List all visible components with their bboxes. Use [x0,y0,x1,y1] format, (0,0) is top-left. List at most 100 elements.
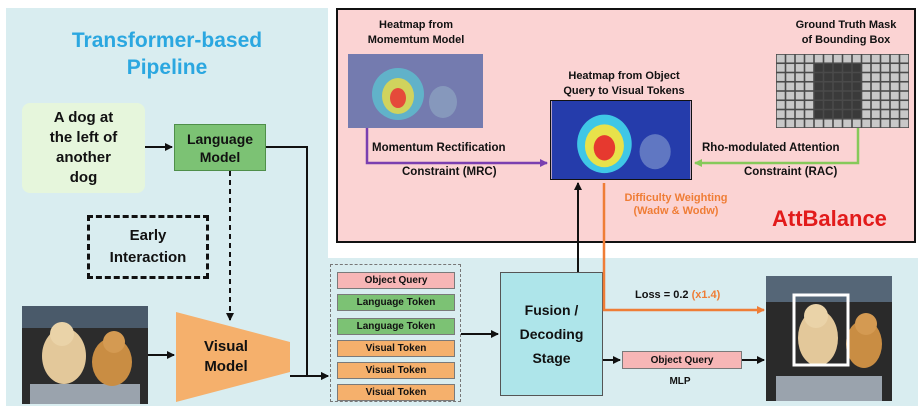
mask-cell [795,54,804,63]
mask-cell [805,110,814,118]
rac-label: Rho-modulated Attention [702,142,840,154]
mask-cell [852,101,861,109]
mask-cell [871,73,880,81]
mask-cell [862,54,871,63]
mask-cell [881,82,890,91]
mask-cell [900,82,909,91]
mask-cell [900,110,909,118]
mask-cell [776,110,785,118]
mask-cell [900,119,909,128]
mask-cell [843,64,852,72]
mask-cell [890,91,899,100]
mask-cell [776,101,785,109]
loss-text: Loss = 0.2 [635,289,689,301]
mask-cell [862,73,871,81]
token-object-query: Object Query [337,272,455,289]
mask-cell [843,110,852,118]
output-object-query: Object Query [622,351,742,369]
mask-cell [824,110,833,118]
mask-cell [786,110,795,118]
mask-cell [833,82,842,91]
visual-model-label: Visual Model [204,338,248,375]
mask-cell [843,82,852,91]
mask-cell [843,91,852,100]
mrc-label: Momentum Rectification [372,142,506,154]
mask-cell [900,54,909,63]
mask-cell [881,101,890,109]
mask-cell [814,110,823,118]
visual-model-shape [176,312,290,402]
mask-cell [805,119,814,128]
mask-cell [852,64,861,72]
text-input-box: A dog at the left of another dog [22,103,145,193]
mask-cell [824,119,833,128]
mask-cell [862,119,871,128]
mask-cell [833,64,842,72]
mask-cell [824,73,833,81]
mlp-label: MLP [669,375,691,387]
mask-cell [881,110,890,118]
mask-cell [862,64,871,72]
mask-cell [805,91,814,100]
mask-cell [795,82,804,91]
mask-cell [795,110,804,118]
mask-cell [890,64,899,72]
mask-cell [814,54,823,63]
mask-cell [843,73,852,81]
mask-cell [833,54,842,63]
pipeline-title: Transformer-based Pipeline [71,29,263,79]
mask-cell [890,73,899,81]
token-visual-3: Visual Token [337,384,455,401]
early-interaction-box: Early Interaction [87,215,209,279]
mask-cell [824,91,833,100]
mask-cell [776,82,785,91]
mask-cell [805,101,814,109]
ground-truth-mask-art [776,54,909,128]
mask-cell [890,82,899,91]
ground-truth-label: Ground Truth Mask of Bounding Box [795,19,897,46]
mask-cell [881,73,890,81]
mask-cell [852,73,861,81]
mask-cell [786,82,795,91]
loss-label: Loss = 0.2 (x1.4) [635,289,765,305]
mask-cell [795,119,804,128]
mask-cell [890,54,899,63]
mask-cell [795,64,804,72]
mask-cell [833,73,842,81]
mask-cell [900,73,909,81]
mask-cell [871,91,880,100]
mask-cell [814,64,823,72]
input-dog-photo [22,306,148,404]
mask-cell [852,110,861,118]
output-dog-photo-art [766,276,892,401]
mask-cell [871,54,880,63]
mask-cell [833,91,842,100]
loss-factor: (x1.4) [691,289,721,301]
language-model-box: Language Model [174,124,266,171]
mask-cell [852,119,861,128]
mask-cell [814,73,823,81]
mask-cell [862,82,871,91]
mask-cell [871,82,880,91]
object-query-heatmap-art [551,101,691,179]
mask-cell [833,110,842,118]
mask-cell [805,64,814,72]
mask-cell [814,101,823,109]
mask-cell [881,91,890,100]
mask-cell [795,73,804,81]
mask-cell [786,101,795,109]
mask-cell [843,101,852,109]
momentum-heatmap-art [348,54,483,128]
mask-cell [862,110,871,118]
attbalance-title: AttBalance [772,206,887,231]
momentum-heatmap-image [348,54,483,128]
mask-cell [843,119,852,128]
ground-truth-mask-grid [776,54,909,128]
mask-cell [786,91,795,100]
token-visual-2: Visual Token [337,362,455,379]
mask-cell [890,110,899,118]
mask-cell [805,73,814,81]
difficulty-weighting-label: Difficulty Weighting (Wadw & Wodw) [624,192,728,217]
heatmap-object-label: Heatmap from Object Query to Visual Toke… [563,70,685,97]
mask-cell [852,54,861,63]
